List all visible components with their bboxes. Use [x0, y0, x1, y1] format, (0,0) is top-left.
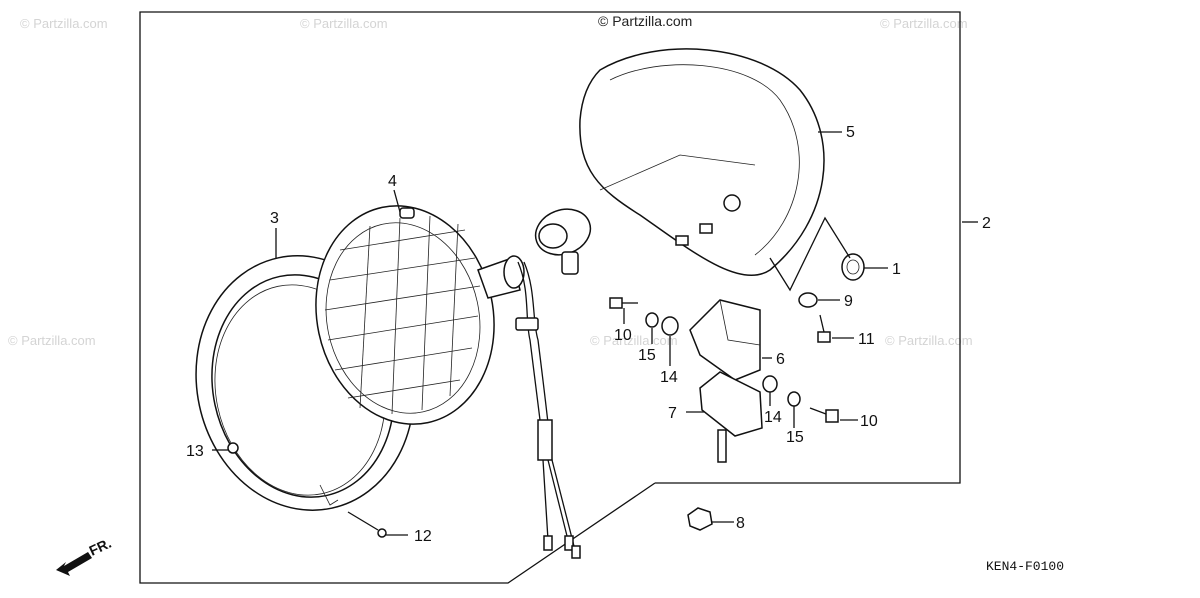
callout-4: 4 — [388, 173, 397, 190]
callout-6: 6 — [776, 351, 785, 368]
callout-8: 8 — [736, 515, 745, 532]
assembly-frame — [139, 11, 961, 584]
bolt-11 — [817, 331, 831, 343]
part-6-bracket — [689, 299, 761, 381]
part-7-lower-bracket — [699, 371, 763, 463]
callout-15-left: 15 — [638, 347, 656, 364]
washer-14-right — [762, 375, 778, 393]
bulb-socket — [534, 208, 592, 275]
watermarks: © Partzilla.com © Partzilla.com © Partzi… — [8, 16, 973, 348]
watermark: © Partzilla.com — [590, 333, 678, 348]
callout-14-right: 14 — [764, 409, 782, 426]
callout-10-left: 10 — [614, 327, 632, 344]
callout-1: 1 — [892, 261, 901, 278]
callout-2: 2 — [982, 215, 991, 232]
front-arrow: FR. — [56, 535, 114, 576]
diagram-code: KEN4-F0100 — [986, 559, 1064, 574]
part-1-grommet — [841, 253, 865, 281]
part-5-headlight-case — [579, 48, 825, 276]
callout-12: 12 — [414, 528, 432, 545]
callout-15-right: 15 — [786, 429, 804, 446]
bolt-10-left — [609, 297, 623, 309]
washer-9 — [798, 292, 818, 308]
callouts: 3 4 5 2 1 9 11 6 7 8 10 10 15 14 14 15 1… — [186, 124, 991, 545]
bolt-10-right — [825, 409, 839, 423]
washer-15-left — [645, 312, 659, 328]
callout-3: 3 — [270, 210, 279, 227]
washer-15-right — [787, 391, 801, 407]
washer-14-left — [661, 316, 679, 336]
watermark: © Partzilla.com — [8, 333, 96, 348]
callout-14-left: 14 — [660, 369, 678, 386]
front-arrow-icon — [56, 552, 92, 576]
callout-9: 9 — [844, 293, 853, 310]
callout-5: 5 — [846, 124, 855, 141]
hardware — [227, 292, 839, 538]
front-label: FR. — [87, 535, 114, 559]
watermark: © Partzilla.com — [880, 16, 968, 31]
watermark: © Partzilla.com — [885, 333, 973, 348]
callout-10-right: 10 — [860, 413, 878, 430]
nut-13 — [227, 442, 239, 454]
callout-13: 13 — [186, 443, 204, 460]
copyright-text: © Partzilla.com — [598, 13, 692, 29]
callout-7: 7 — [668, 405, 677, 422]
watermark: © Partzilla.com — [20, 16, 108, 31]
leader-lines — [212, 131, 978, 536]
part-4-headlight-unit — [315, 205, 525, 425]
case-bracket-leader — [769, 216, 851, 292]
nut-8 — [687, 507, 713, 531]
callout-11: 11 — [858, 331, 875, 348]
screw-12 — [377, 528, 387, 538]
watermark: © Partzilla.com — [300, 16, 388, 31]
wire-harness — [515, 261, 581, 559]
